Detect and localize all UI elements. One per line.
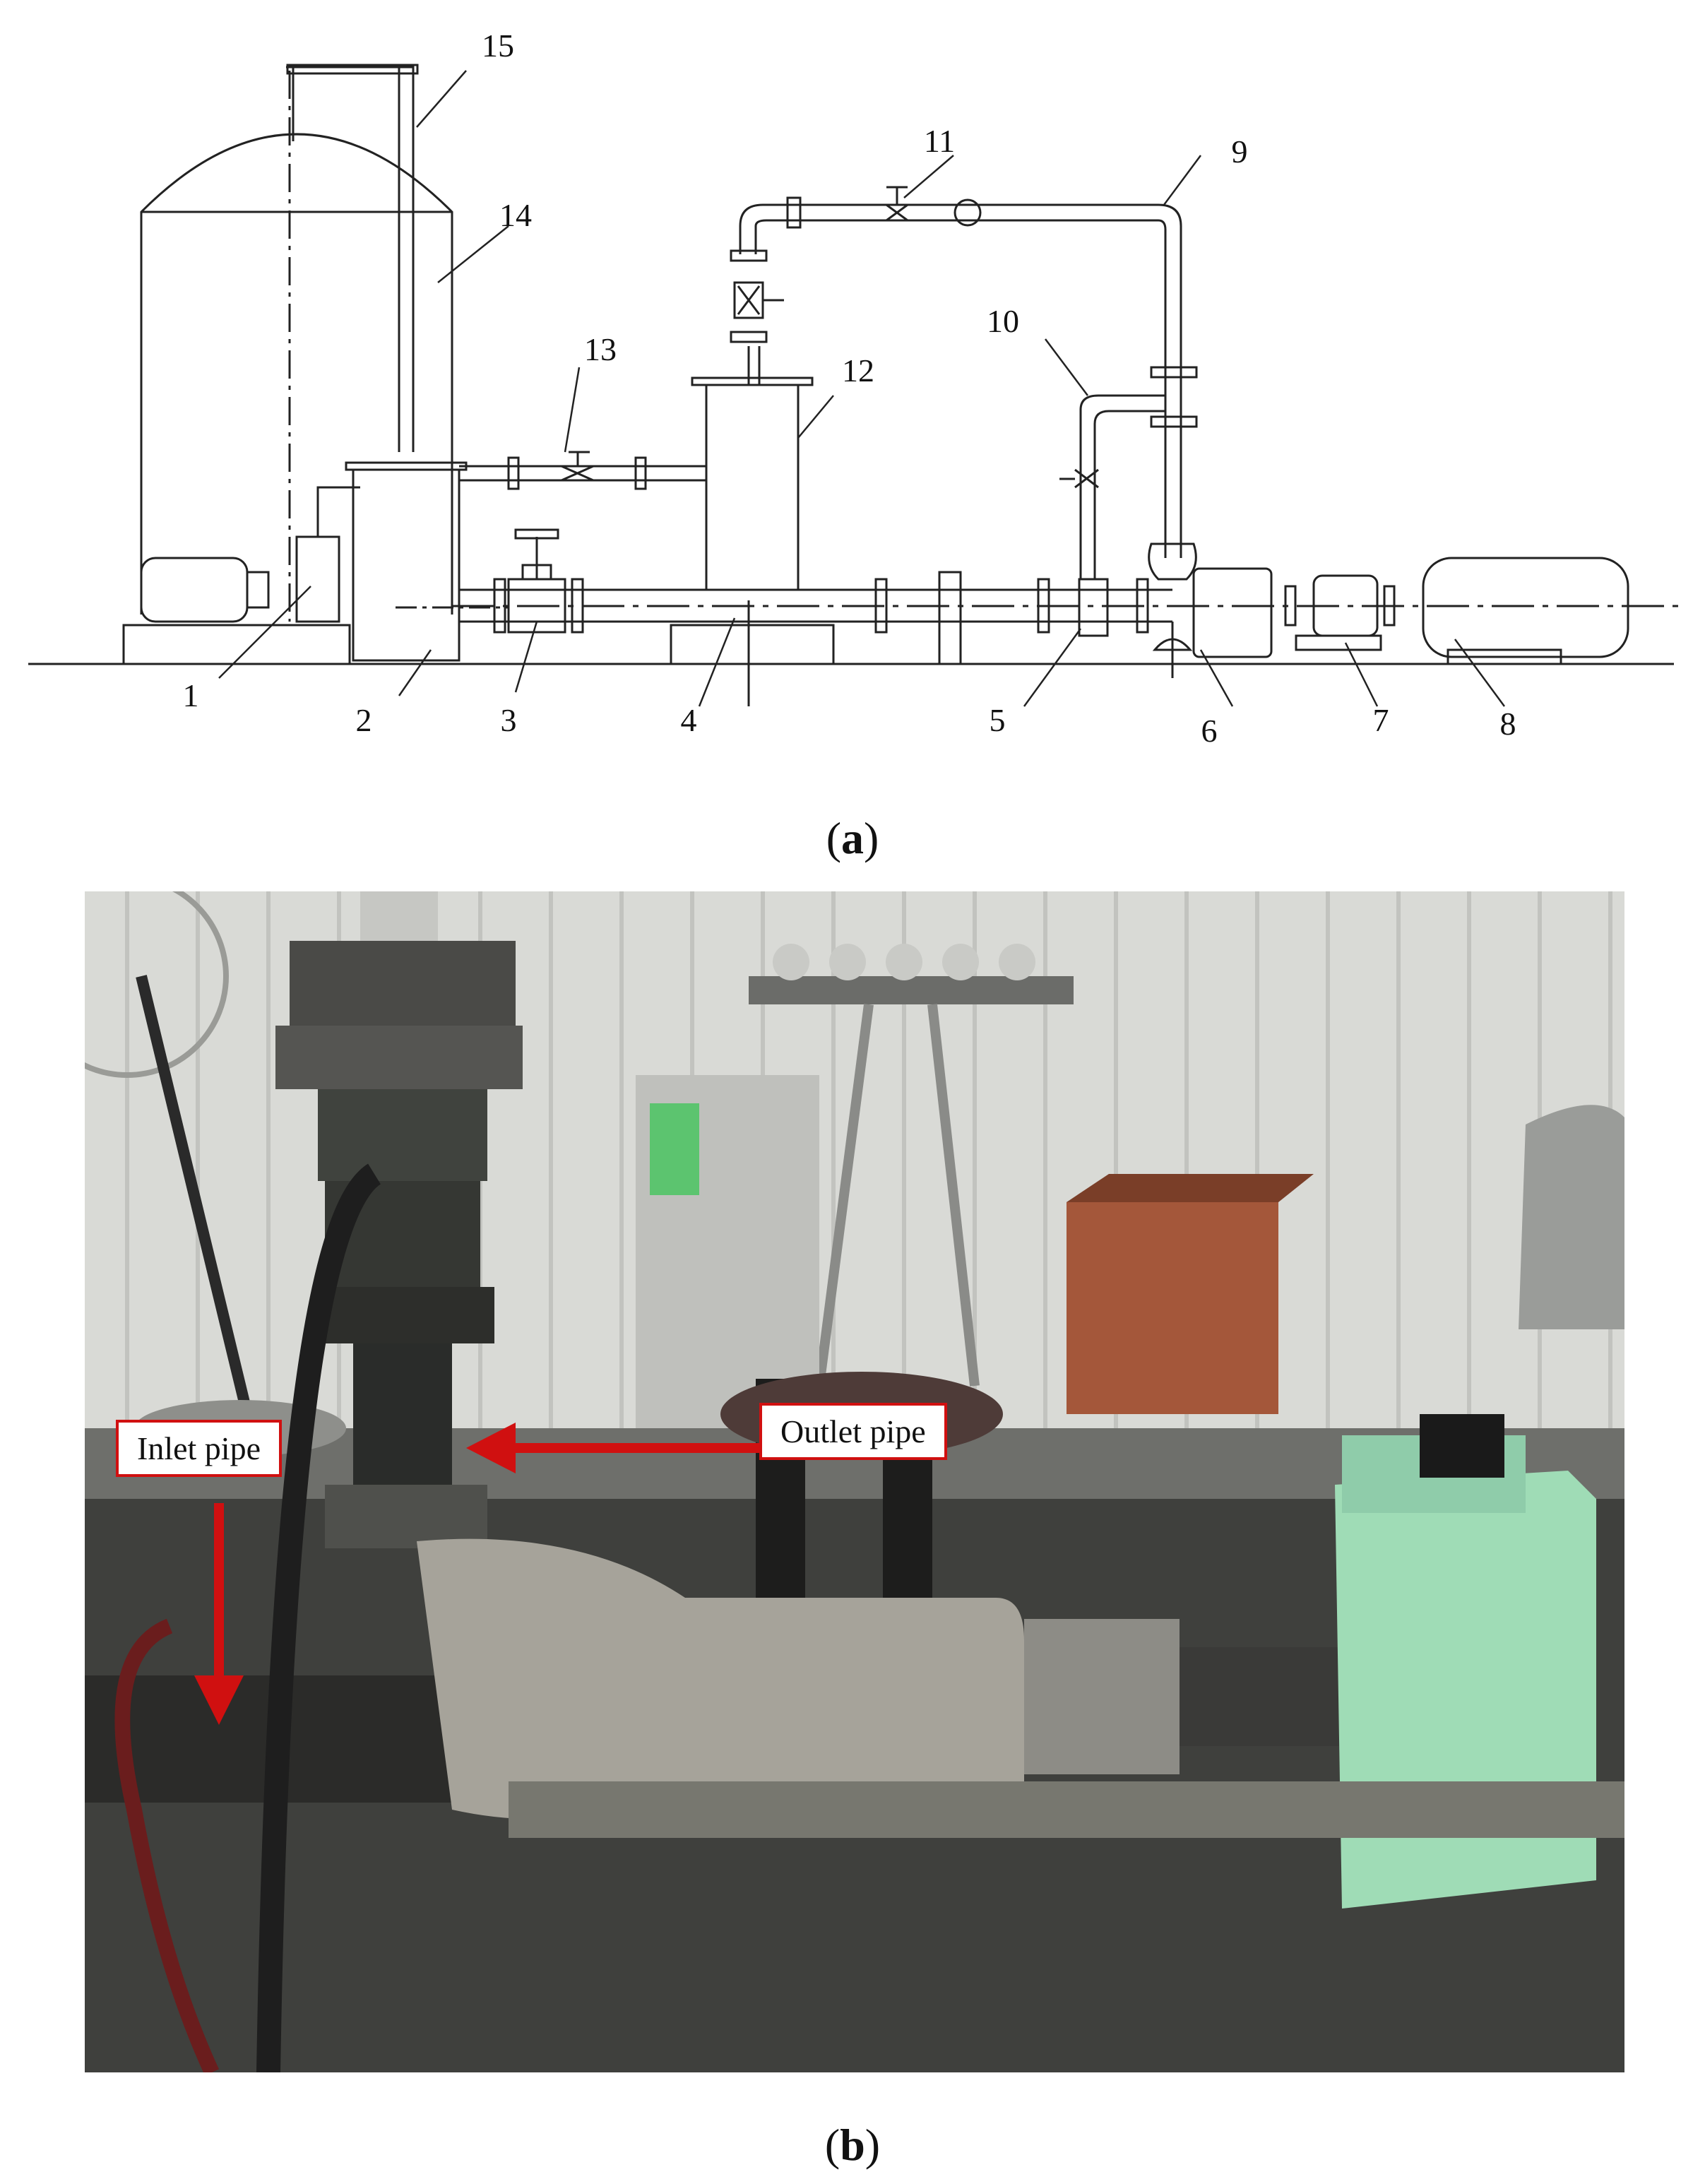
pipe-10 bbox=[1059, 394, 1165, 579]
callout-14: 14 bbox=[499, 197, 532, 233]
callout-4: 4 bbox=[681, 702, 697, 738]
test-rig-schematic: 1 2 3 4 5 6 7 8 9 10 11 12 13 14 15 bbox=[28, 28, 1681, 749]
test-pump bbox=[1152, 567, 1273, 678]
callout-7: 7 bbox=[1373, 702, 1389, 738]
callout-12: 12 bbox=[842, 352, 874, 388]
callout-1: 1 bbox=[183, 677, 199, 713]
leader-lines bbox=[218, 70, 1506, 707]
pipe-13 bbox=[459, 451, 706, 490]
callout-9: 9 bbox=[1232, 133, 1248, 170]
callout-3: 3 bbox=[501, 702, 517, 738]
vacuum-tank bbox=[140, 71, 453, 622]
inlet-pipe-label: Inlet pipe bbox=[116, 1420, 282, 1477]
callout-11: 11 bbox=[924, 123, 955, 159]
stabilizer-tank bbox=[691, 346, 814, 591]
inlet-pipeline bbox=[452, 571, 1681, 706]
drive-motor bbox=[1422, 557, 1629, 665]
callout-13: 13 bbox=[584, 331, 617, 367]
outlet-pipe-label: Outlet pipe bbox=[759, 1403, 947, 1460]
caption-b: (b) bbox=[824, 2120, 881, 2170]
vacuum-tube bbox=[286, 66, 415, 452]
callout-10: 10 bbox=[987, 303, 1019, 339]
flowmeter bbox=[1078, 578, 1109, 637]
annotation-arrows bbox=[194, 1423, 763, 1725]
callout-15: 15 bbox=[482, 28, 514, 64]
outlet-loop bbox=[739, 186, 1198, 581]
callout-2: 2 bbox=[356, 702, 372, 738]
callout-6: 6 bbox=[1201, 713, 1218, 749]
caption-a: (a) bbox=[826, 813, 879, 863]
upper-valve bbox=[730, 249, 784, 343]
callout-8: 8 bbox=[1500, 706, 1516, 742]
torque-meter bbox=[1284, 574, 1396, 651]
water-tank bbox=[345, 461, 509, 662]
test-rig-photo: Inlet pipe Outlet pipe bbox=[85, 891, 1624, 2072]
gate-valve bbox=[507, 528, 566, 634]
small-motor bbox=[122, 486, 360, 665]
callout-5: 5 bbox=[990, 702, 1006, 738]
